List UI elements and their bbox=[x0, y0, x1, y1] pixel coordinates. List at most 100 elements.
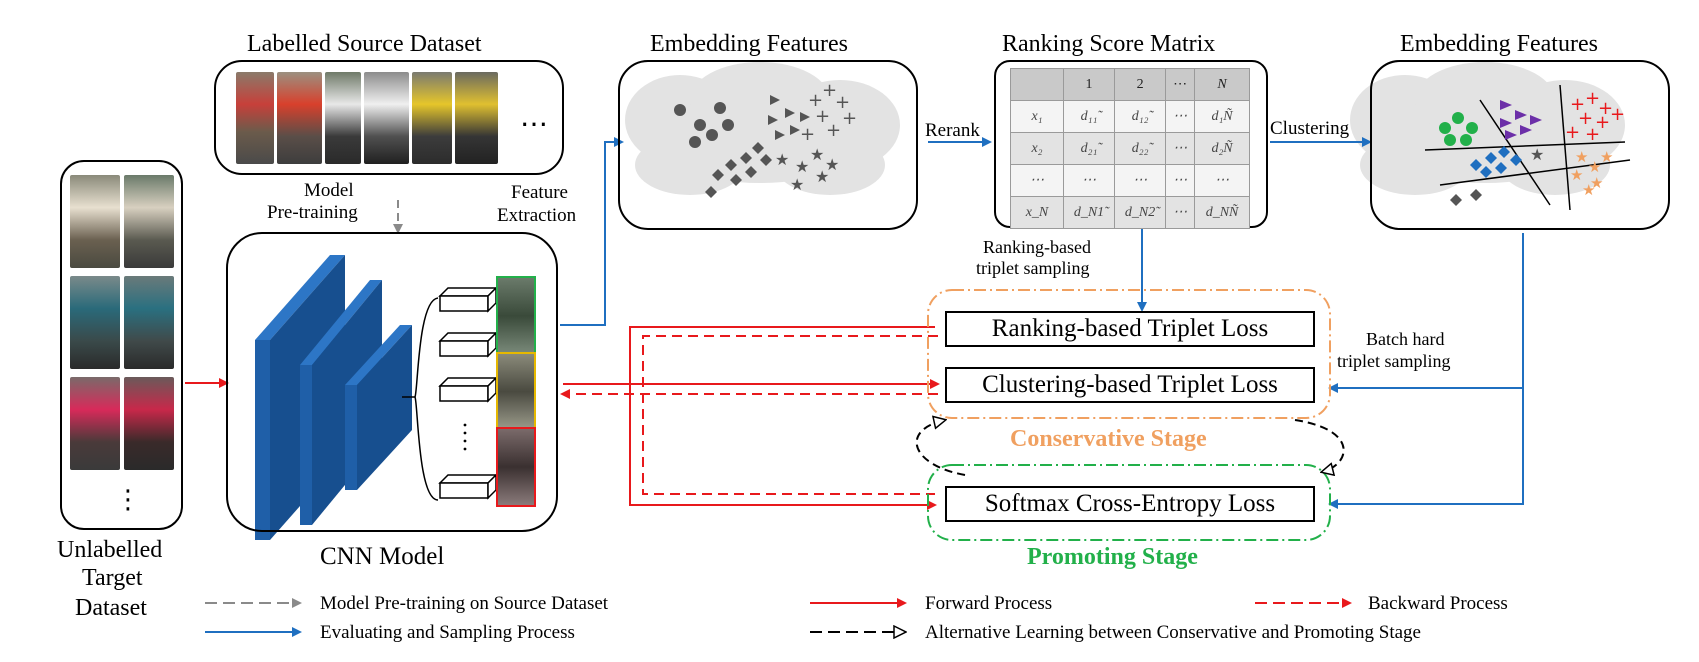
matrix-cell: x₁ bbox=[1010, 100, 1064, 133]
batch-hard-label-2: triplet sampling bbox=[1337, 351, 1451, 371]
svg-text:★: ★ bbox=[1582, 181, 1595, 199]
svg-text:★: ★ bbox=[1600, 148, 1613, 166]
feature-extraction-arrow bbox=[560, 137, 624, 326]
legend-pretrain-text: Model Pre-training on Source Dataset bbox=[320, 593, 609, 614]
rerank-label: Rerank bbox=[925, 120, 980, 141]
matrix-cell: d₂Ñ bbox=[1194, 132, 1250, 165]
embedding-scatter-left: + + + + + + + ★ ★ ★ ★ ★ ★ bbox=[674, 80, 857, 198]
legend-alternative-text: Alternative Learning between Conservativ… bbox=[925, 622, 1421, 643]
matrix-cell: ⋯ bbox=[1165, 196, 1196, 229]
alternative-loop-left bbox=[915, 420, 966, 476]
target-dataset-title-3: Dataset bbox=[75, 595, 147, 621]
backward-from-ranking-arrow bbox=[642, 335, 938, 495]
matrix-header-3: ⋯ bbox=[1165, 68, 1196, 101]
svg-text:★: ★ bbox=[795, 157, 809, 176]
matrix-cell: d_N2̃ bbox=[1114, 196, 1167, 229]
legend-evaluating-text: Evaluating and Sampling Process bbox=[320, 622, 575, 643]
svg-text:★: ★ bbox=[775, 150, 789, 169]
ranking-score-table: 1 2 ⋯ N x₁ d₁₁̃ d₁₂̃ ⋯ d₁Ñ x₂ d₂₁̃ d₂₂̃ … bbox=[1010, 68, 1250, 229]
svg-text:★: ★ bbox=[810, 145, 824, 164]
target-photo-5 bbox=[70, 377, 120, 470]
target-vdots: ⋮ bbox=[115, 485, 141, 515]
ranking-sampling-label-1: Ranking-based bbox=[983, 237, 1091, 257]
batch-hard-to-softmax-arrow bbox=[1328, 388, 1524, 509]
matrix-header-1: 1 bbox=[1062, 68, 1116, 101]
svg-text:+: + bbox=[826, 120, 841, 141]
target-photo-2 bbox=[124, 175, 174, 268]
clustering-triplet-loss-box: Clustering-based Triplet Loss bbox=[945, 367, 1315, 403]
source-photo-6 bbox=[455, 72, 498, 164]
target-photo-4 bbox=[124, 276, 174, 369]
svg-text:+: + bbox=[1585, 88, 1600, 109]
ranking-matrix-title: Ranking Score Matrix bbox=[1002, 31, 1216, 57]
embedding-right-box bbox=[1370, 60, 1670, 230]
matrix-cell: x₂ bbox=[1010, 132, 1064, 165]
svg-text:★: ★ bbox=[1575, 148, 1588, 166]
embedding-right-title: Embedding Features bbox=[1400, 31, 1598, 57]
feature-extraction-label-2: Extraction bbox=[497, 205, 577, 226]
svg-text:★: ★ bbox=[790, 175, 804, 194]
forward-to-ranking-arrow bbox=[629, 326, 937, 510]
target-photo-6 bbox=[124, 377, 174, 470]
matrix-cell: d₁₂̃ bbox=[1114, 100, 1167, 133]
matrix-cell: d₁₁̃ bbox=[1062, 100, 1116, 133]
svg-text:★: ★ bbox=[825, 155, 839, 174]
ranking-triplet-loss-box: Ranking-based Triplet Loss bbox=[945, 311, 1315, 347]
embedding-left-box bbox=[618, 60, 918, 230]
svg-text:+: + bbox=[800, 124, 815, 145]
feature-vectors bbox=[438, 286, 498, 500]
ranking-sampling-label-2: triplet sampling bbox=[976, 258, 1090, 278]
softmax-loss-box: Softmax Cross-Entropy Loss bbox=[945, 486, 1315, 522]
svg-text:+: + bbox=[1595, 112, 1610, 133]
source-photo-3 bbox=[325, 72, 361, 164]
matrix-cell: ⋯ bbox=[1010, 164, 1064, 197]
svg-text:★: ★ bbox=[815, 167, 829, 186]
matrix-cell: d₂₁̃ bbox=[1062, 132, 1116, 165]
model-pretraining-label-2: Pre-training bbox=[267, 202, 358, 223]
matrix-cell: ⋯ bbox=[1114, 164, 1167, 197]
svg-text:+: + bbox=[1578, 108, 1593, 129]
target-photo-3 bbox=[70, 276, 120, 369]
matrix-cell: d₁Ñ bbox=[1194, 100, 1250, 133]
feature-dots bbox=[463, 423, 467, 451]
conservative-stage-label: Conservative Stage bbox=[1010, 426, 1207, 452]
output-column-yellow bbox=[496, 352, 536, 431]
svg-text:+: + bbox=[835, 92, 850, 113]
svg-text:★: ★ bbox=[1530, 145, 1544, 164]
matrix-cell: d_N1̃ bbox=[1062, 196, 1116, 229]
target-photo-1 bbox=[70, 175, 120, 268]
matrix-cell: ⋯ bbox=[1194, 164, 1250, 197]
legend-backward-text: Backward Process bbox=[1368, 593, 1508, 614]
promoting-stage-box bbox=[927, 464, 1331, 541]
matrix-cell: d_NÑ bbox=[1194, 196, 1250, 229]
matrix-cell: d₂₂̃ bbox=[1114, 132, 1167, 165]
clustering-label: Clustering bbox=[1270, 118, 1350, 139]
source-photo-4 bbox=[364, 72, 409, 164]
svg-text:+: + bbox=[815, 106, 830, 127]
svg-text:+: + bbox=[1570, 94, 1585, 115]
matrix-header-0 bbox=[1010, 68, 1064, 101]
svg-text:+: + bbox=[1585, 124, 1600, 145]
svg-text:★: ★ bbox=[1588, 158, 1601, 176]
svg-text:+: + bbox=[1598, 98, 1613, 119]
svg-text:★: ★ bbox=[1590, 174, 1603, 192]
matrix-cell: x_N bbox=[1010, 196, 1064, 229]
svg-text:+: + bbox=[1565, 122, 1580, 143]
cnn-layers bbox=[255, 255, 412, 540]
svg-text:+: + bbox=[822, 80, 837, 101]
source-dataset-title: Labelled Source Dataset bbox=[247, 31, 482, 57]
feature-extraction-label-1: Feature bbox=[511, 182, 568, 203]
svg-text:★: ★ bbox=[1570, 166, 1583, 184]
svg-text:+: + bbox=[842, 108, 857, 129]
target-dataset-title-2: Target bbox=[82, 565, 143, 591]
promoting-stage-label: Promoting Stage bbox=[1027, 544, 1198, 570]
model-pretraining-label-1: Model bbox=[304, 180, 354, 201]
matrix-cell: ⋯ bbox=[1062, 164, 1116, 197]
embedding-scatter-right: +++ +++ ++ ★ ★★★ ★★★ bbox=[1424, 84, 1631, 211]
svg-text:+: + bbox=[1610, 104, 1625, 125]
alternative-loop-right bbox=[1294, 419, 1345, 472]
matrix-header-2: 2 bbox=[1114, 68, 1167, 101]
matrix-header-4: N bbox=[1194, 68, 1250, 101]
target-dataset-title-1: Unlabelled bbox=[57, 537, 163, 563]
